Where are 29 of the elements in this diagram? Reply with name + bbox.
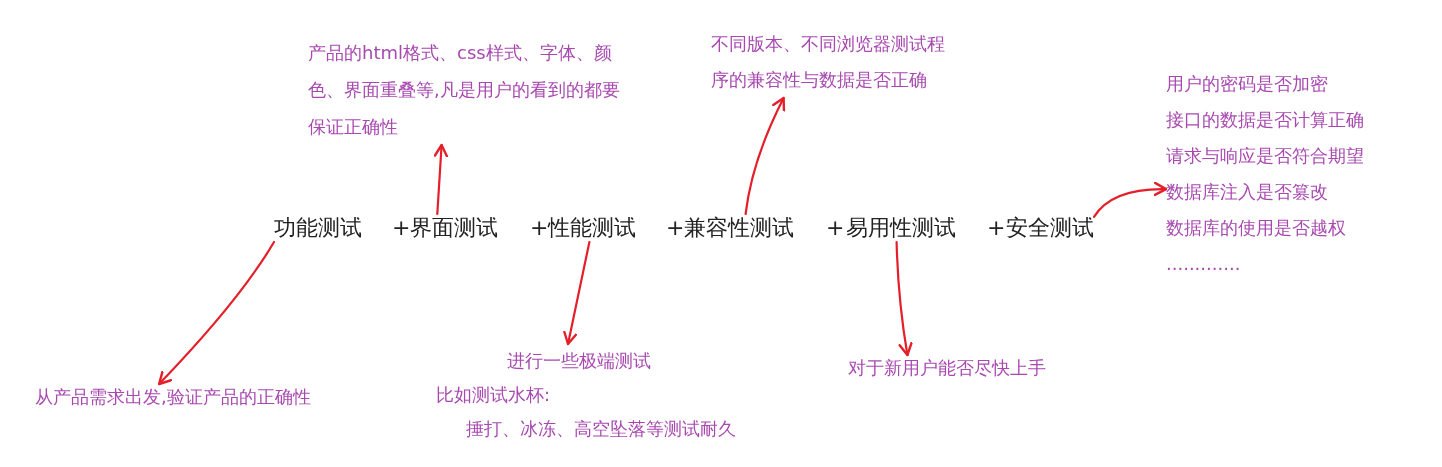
note-line: 数据库注入是否篡改 (1166, 180, 1328, 204)
test-type-label: 安全测试 (1006, 214, 1094, 242)
plus-sign: + (392, 214, 411, 242)
note-line: 比如测试水杯: (436, 383, 551, 407)
note-line: 请求与响应是否符合期望 (1166, 144, 1364, 168)
note-line: 接口的数据是否计算正确 (1166, 108, 1364, 132)
note-line: 进行一些极端测试 (507, 349, 651, 373)
test-type-label: 界面测试 (410, 214, 498, 242)
note-line: ............. (1166, 252, 1241, 276)
arrow (744, 96, 786, 216)
test-type-label: 兼容性测试 (684, 214, 794, 242)
test-type-label: 易用性测试 (846, 214, 956, 242)
arrow (895, 240, 913, 357)
arrow (157, 240, 276, 386)
test-type-label: 功能测试 (274, 214, 362, 242)
note-text: 从产品需求出发,验证产品的正确性 (35, 384, 311, 410)
test-type-label: 性能测试 (548, 214, 636, 242)
plus-sign: + (987, 214, 1006, 242)
plus-sign: + (666, 214, 685, 242)
plus-sign: + (826, 214, 845, 242)
arrow (563, 240, 591, 346)
note-line: 用户的密码是否加密 (1166, 72, 1328, 96)
note-text: 产品的html格式、css样式、字体、颜色、界面重叠等,凡是用户的看到的都要保证正确性 (308, 34, 626, 145)
note-text: 不同版本、不同浏览器测试程序的兼容性与数据是否正确 (711, 26, 953, 98)
arrow (1092, 181, 1168, 218)
note-line: 数据库的使用是否越权 (1166, 216, 1346, 240)
note-line: 捶打、冰冻、高空坠落等测试耐久 (466, 417, 736, 441)
arrow (433, 143, 449, 216)
note-text: 对于新用户能否尽快上手 (848, 355, 1046, 381)
